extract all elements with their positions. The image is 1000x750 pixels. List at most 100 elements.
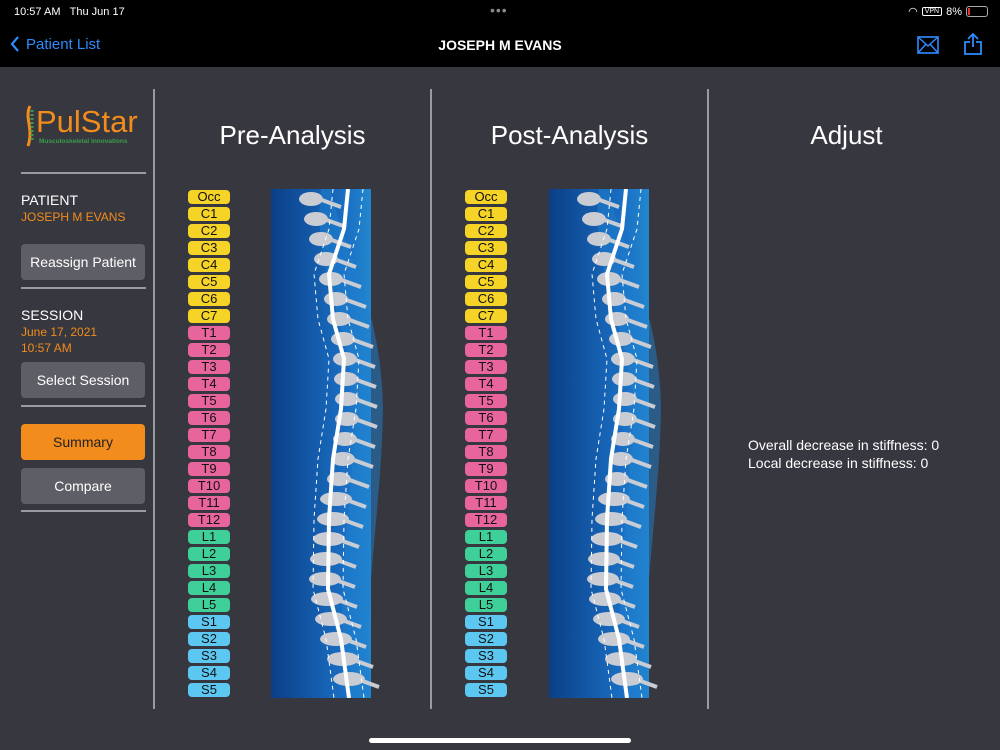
patient-name: JOSEPH M EVANS [21, 210, 126, 224]
multitask-dots-icon[interactable]: ••• [490, 2, 508, 18]
segment-label-c2[interactable]: C2 [465, 224, 507, 238]
segment-label-s5[interactable]: S5 [188, 683, 230, 697]
segment-label-t9[interactable]: T9 [188, 462, 230, 476]
segment-label-t6[interactable]: T6 [188, 411, 230, 425]
segment-label-l2[interactable]: L2 [188, 547, 230, 561]
segment-label-t8[interactable]: T8 [188, 445, 230, 459]
status-bar: 10:57 AM Thu Jun 17 ••• ◠ VPN 8% [0, 0, 1000, 24]
column-divider [153, 89, 155, 709]
divider [21, 405, 146, 407]
segment-label-t7[interactable]: T7 [188, 428, 230, 442]
back-label: Patient List [26, 35, 101, 53]
reassign-patient-button[interactable]: Reassign Patient [21, 244, 145, 280]
segment-label-c1[interactable]: C1 [188, 207, 230, 221]
back-button[interactable]: Patient List [10, 35, 100, 53]
segment-label-c5[interactable]: C5 [188, 275, 230, 289]
segment-label-c2[interactable]: C2 [188, 224, 230, 238]
divider [21, 510, 146, 512]
local-stiffness-text: Local decrease in stiffness: 0 [748, 455, 929, 471]
segment-label-c4[interactable]: C4 [465, 258, 507, 272]
home-indicator[interactable] [369, 738, 631, 743]
segment-label-t4[interactable]: T4 [465, 377, 507, 391]
column-divider [707, 89, 709, 709]
segment-label-s3[interactable]: S3 [465, 649, 507, 663]
segment-label-c7[interactable]: C7 [188, 309, 230, 323]
segment-label-t1[interactable]: T1 [465, 326, 507, 340]
adjust-results: Overall decrease in stiffness: 0 Local d… [748, 436, 939, 472]
segment-label-t9[interactable]: T9 [465, 462, 507, 476]
patient-label: PATIENT [21, 192, 79, 208]
vpn-badge: VPN [921, 7, 943, 16]
segment-label-s2[interactable]: S2 [188, 632, 230, 646]
segment-label-c6[interactable]: C6 [188, 292, 230, 306]
segment-label-t12[interactable]: T12 [188, 513, 230, 527]
segment-label-s1[interactable]: S1 [465, 615, 507, 629]
segment-label-l2[interactable]: L2 [465, 547, 507, 561]
adjust-title: Adjust [810, 120, 883, 150]
segment-label-s4[interactable]: S4 [188, 666, 230, 680]
segment-label-l4[interactable]: L4 [465, 581, 507, 595]
segment-label-l5[interactable]: L5 [465, 598, 507, 612]
segment-label-t5[interactable]: T5 [188, 394, 230, 408]
segment-label-t11[interactable]: T11 [465, 496, 507, 510]
segment-label-c3[interactable]: C3 [188, 241, 230, 255]
mail-icon[interactable] [917, 36, 939, 54]
segment-label-l1[interactable]: L1 [465, 530, 507, 544]
segment-label-l5[interactable]: L5 [188, 598, 230, 612]
compare-button[interactable]: Compare [21, 468, 145, 504]
select-session-button[interactable]: Select Session [21, 362, 145, 398]
spine-logo-icon [26, 105, 34, 147]
page-title: JOSEPH M EVANS [438, 37, 562, 53]
post-analysis-spine-image [549, 189, 674, 698]
segment-label-t1[interactable]: T1 [188, 326, 230, 340]
segment-label-c4[interactable]: C4 [188, 258, 230, 272]
segment-label-t5[interactable]: T5 [465, 394, 507, 408]
navigation-bar: Patient List JOSEPH M EVANS [0, 24, 1000, 67]
segment-label-t2[interactable]: T2 [465, 343, 507, 357]
segment-label-l3[interactable]: L3 [465, 564, 507, 578]
segment-label-l3[interactable]: L3 [188, 564, 230, 578]
segment-label-t10[interactable]: T10 [465, 479, 507, 493]
segment-label-s5[interactable]: S5 [465, 683, 507, 697]
segment-label-t3[interactable]: T3 [465, 360, 507, 374]
segment-label-occ[interactable]: Occ [188, 190, 230, 204]
summary-button[interactable]: Summary [21, 424, 145, 460]
battery-percent: 8% [946, 5, 962, 18]
column-divider [430, 89, 432, 709]
segment-label-t10[interactable]: T10 [188, 479, 230, 493]
divider [21, 287, 146, 289]
post-analysis-title: Post-Analysis [490, 120, 649, 150]
divider [21, 172, 146, 174]
status-time: 10:57 AM Thu Jun 17 [14, 6, 125, 18]
segment-label-s1[interactable]: S1 [188, 615, 230, 629]
segment-label-l1[interactable]: L1 [188, 530, 230, 544]
segment-label-t8[interactable]: T8 [465, 445, 507, 459]
wifi-icon: ◠ [908, 6, 918, 18]
segment-label-s2[interactable]: S2 [465, 632, 507, 646]
segment-label-c1[interactable]: C1 [465, 207, 507, 221]
pre-analysis-spine-image [271, 189, 396, 698]
session-label: SESSION [21, 307, 84, 323]
segment-label-s4[interactable]: S4 [465, 666, 507, 680]
pre-analysis-title: Pre-Analysis [219, 120, 366, 150]
segment-label-occ[interactable]: Occ [465, 190, 507, 204]
segment-label-c6[interactable]: C6 [465, 292, 507, 306]
chevron-left-icon [10, 36, 19, 52]
segment-label-t11[interactable]: T11 [188, 496, 230, 510]
share-icon[interactable] [963, 32, 983, 56]
overall-stiffness-text: Overall decrease in stiffness: 0 [748, 437, 940, 453]
segment-label-c7[interactable]: C7 [465, 309, 507, 323]
segment-label-l4[interactable]: L4 [188, 581, 230, 595]
session-time: 10:57 AM [21, 341, 72, 355]
segment-label-t7[interactable]: T7 [465, 428, 507, 442]
segment-label-t3[interactable]: T3 [188, 360, 230, 374]
segment-label-s3[interactable]: S3 [188, 649, 230, 663]
segment-label-t4[interactable]: T4 [188, 377, 230, 391]
segment-label-t2[interactable]: T2 [188, 343, 230, 357]
segment-label-t12[interactable]: T12 [465, 513, 507, 527]
session-date: June 17, 2021 [21, 325, 98, 339]
segment-label-c3[interactable]: C3 [465, 241, 507, 255]
segment-label-t6[interactable]: T6 [465, 411, 507, 425]
battery-icon [966, 6, 988, 17]
segment-label-c5[interactable]: C5 [465, 275, 507, 289]
